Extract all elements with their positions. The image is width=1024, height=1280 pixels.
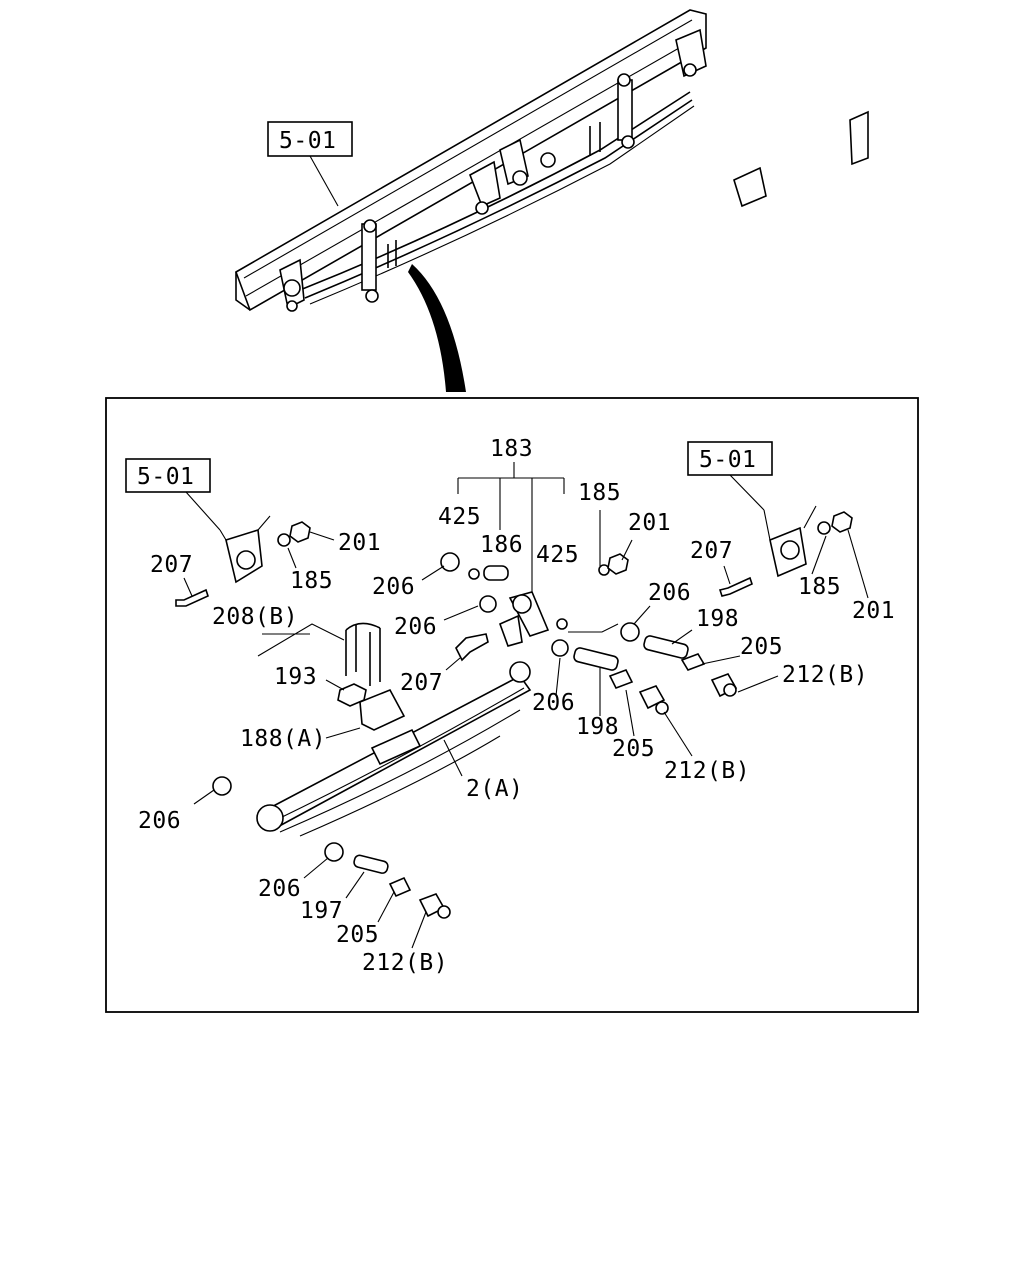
pins-and-fittings	[212, 635, 738, 919]
label-208: 208(B)	[212, 604, 298, 630]
overview-callout: 5-01	[279, 128, 336, 154]
label-207-c: 207	[690, 538, 733, 564]
label-185-a: 185	[578, 480, 621, 506]
part-labels: 183 425 186 425 185 201 206 206 201 185 …	[138, 436, 895, 976]
label-186: 186	[480, 532, 523, 558]
callout-left: 5-01	[125, 458, 221, 531]
hanger-bracket-left	[175, 515, 311, 607]
shackle-assembly	[440, 552, 640, 662]
label-205-b: 205	[612, 736, 655, 762]
label-212-b: 212(B)	[664, 758, 750, 784]
detail-arrow	[408, 264, 466, 392]
detail-frame	[105, 397, 919, 1013]
label-206-d: 206	[532, 690, 575, 716]
label-207-a: 207	[150, 552, 193, 578]
label-425-b: 425	[536, 542, 579, 568]
label-206-e: 206	[138, 808, 181, 834]
label-206-f: 206	[258, 876, 301, 902]
label-207-b: 207	[400, 670, 443, 696]
leaf-spring	[256, 661, 532, 837]
frame-rail-overview: 5-01	[235, 9, 869, 312]
label-425-a: 425	[438, 504, 481, 530]
hanger-bracket-right	[718, 505, 853, 597]
label-198-b: 198	[576, 714, 619, 740]
svg-text:5-01: 5-01	[699, 447, 756, 473]
label-205-a: 205	[740, 634, 783, 660]
label-183: 183	[490, 436, 533, 462]
u-bolt	[337, 622, 406, 731]
label-2: 2(A)	[466, 776, 523, 802]
svg-text:5-01: 5-01	[137, 464, 194, 490]
label-201-b: 201	[338, 530, 381, 556]
label-185-c: 185	[798, 574, 841, 600]
label-185-b: 185	[290, 568, 333, 594]
label-188: 188(A)	[240, 726, 326, 752]
label-206-b: 206	[394, 614, 437, 640]
label-212-a: 212(B)	[782, 662, 868, 688]
label-198-a: 198	[696, 606, 739, 632]
label-206-a: 206	[372, 574, 415, 600]
label-201-c: 201	[852, 598, 895, 624]
callout-right: 5-01	[687, 441, 773, 511]
label-206-c: 206	[648, 580, 691, 606]
label-205-c: 205	[336, 922, 379, 948]
label-193: 193	[274, 664, 317, 690]
bracket-183	[457, 462, 565, 592]
label-212-c: 212(B)	[362, 950, 448, 976]
label-197: 197	[300, 898, 343, 924]
label-201-a: 201	[628, 510, 671, 536]
